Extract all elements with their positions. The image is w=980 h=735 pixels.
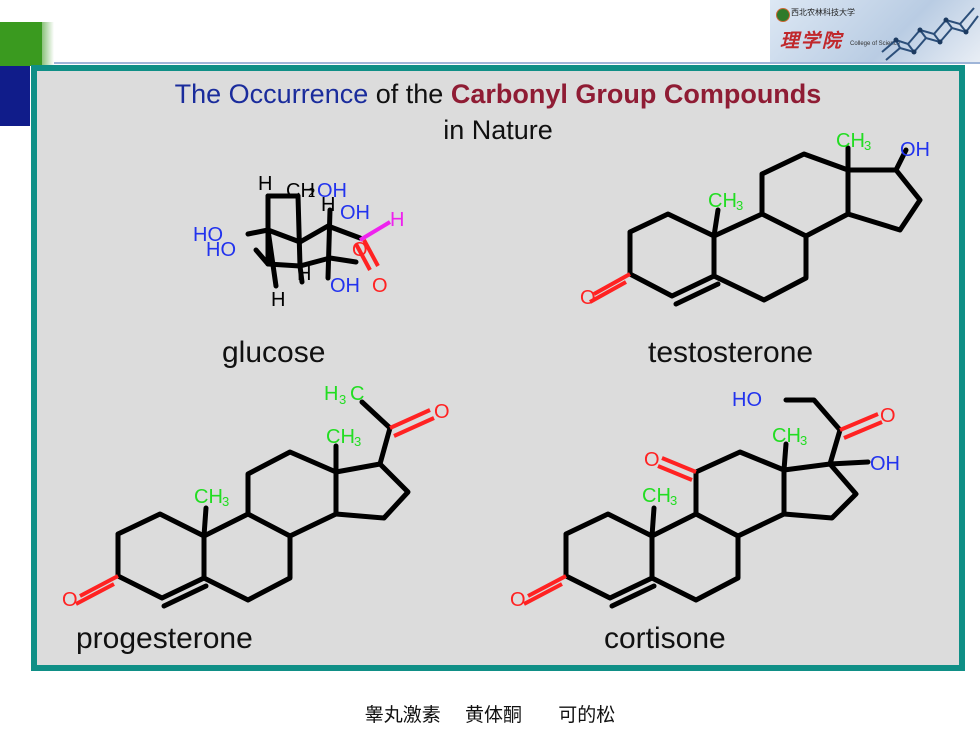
progesterone-atom-o-ring: O: [62, 589, 78, 611]
title-part-carbonyl: Carbonyl Group Compounds: [450, 79, 822, 109]
cortisone-structure: O O O HO OH CH CH 3 3: [510, 389, 900, 611]
progesterone-atom-ch3-a: CH: [194, 486, 223, 508]
label-testosterone: testosterone: [648, 336, 814, 369]
cortisone-atom-ch3-b: CH: [772, 425, 801, 447]
title-part-occurrence: The Occurrence: [174, 79, 369, 109]
slide-title-line2: in Nature: [443, 115, 553, 145]
title-part-of-the: of the: [375, 79, 444, 109]
svg-text:3: 3: [670, 493, 677, 508]
progesterone-atom-h3c-c: C: [350, 383, 364, 405]
corner-accent-fade: [42, 22, 54, 66]
glucose-atom-c-carbonyl: O: [352, 239, 368, 261]
label-cortisone: cortisone: [604, 622, 726, 655]
glucose-sub-2: 2: [308, 185, 315, 200]
glucose-atom-ho-2: HO: [206, 239, 236, 261]
cortisone-atom-ho: HO: [732, 389, 762, 411]
glucose-atom-h-mid: H: [321, 194, 335, 216]
label-progesterone: progesterone: [76, 622, 253, 655]
content-panel: The Occurrence of the Carbonyl Group Com…: [31, 65, 965, 671]
glucose-structure: H CH H H H 2 OH OH HO HO OH H O O: [193, 173, 404, 311]
testosterone-atom-oh: OH: [900, 139, 930, 161]
glucose-atom-h-bottom: H: [271, 289, 285, 311]
logo-university-name: 西北农林科技大学: [791, 8, 855, 17]
slide-title: The Occurrence of the Carbonyl Group Com…: [37, 79, 959, 110]
progesterone-atom-o-acetyl: O: [434, 401, 450, 423]
testosterone-atom-o: O: [580, 287, 596, 309]
logo-college-name: 理学院: [780, 30, 844, 52]
glucose-atom-aldehyde-h: H: [390, 209, 404, 231]
svg-text:3: 3: [736, 198, 743, 213]
svg-text:3: 3: [339, 392, 346, 407]
college-logo: 西北农林科技大学 理学院 College of Science: [770, 0, 980, 62]
cortisone-atom-o-ring: O: [510, 589, 526, 611]
glucose-atom-oh-2: OH: [340, 202, 370, 224]
dna-molecule-icon: [881, 7, 979, 61]
logo-college-subtitle: College of Science: [850, 41, 901, 47]
header-rule: [54, 62, 980, 64]
corner-accent-navy: [0, 66, 30, 126]
cortisone-atom-o-c11: O: [644, 449, 660, 471]
testosterone-atom-ch3-b: CH: [836, 130, 865, 152]
testosterone-atom-ch3-a: CH: [708, 190, 737, 212]
glucose-atom-h-top: H: [258, 173, 272, 195]
progesterone-atom-h3c-h: H: [324, 383, 338, 405]
glucose-atom-ch-top: CH: [286, 180, 315, 202]
svg-text:3: 3: [222, 494, 229, 509]
glucose-atom-o-carbonyl: O: [372, 275, 388, 297]
label-glucose: glucose: [222, 336, 326, 369]
svg-text:3: 3: [864, 138, 871, 153]
glucose-atom-oh-bottom: OH: [330, 275, 360, 297]
progesterone-structure: O O H C CH CH 3 3 3: [62, 383, 450, 611]
chinese-caption: 睾丸激素 黄体酮 可的松: [364, 704, 616, 726]
glucose-atom-ho-1: HO: [193, 224, 223, 246]
university-seal-icon: [776, 8, 790, 22]
cortisone-atom-o-keto: O: [880, 405, 896, 427]
svg-text:3: 3: [354, 434, 361, 449]
svg-text:3: 3: [800, 433, 807, 448]
corner-accent-green: [0, 22, 42, 66]
cortisone-atom-oh: OH: [870, 453, 900, 475]
progesterone-atom-ch3-b: CH: [326, 426, 355, 448]
testosterone-structure: O CH CH 3 3 OH: [580, 130, 930, 309]
glucose-atom-h-lower: H: [297, 263, 311, 285]
cortisone-atom-ch3-a: CH: [642, 485, 671, 507]
glucose-atom-oh-ch2: OH: [317, 180, 347, 202]
